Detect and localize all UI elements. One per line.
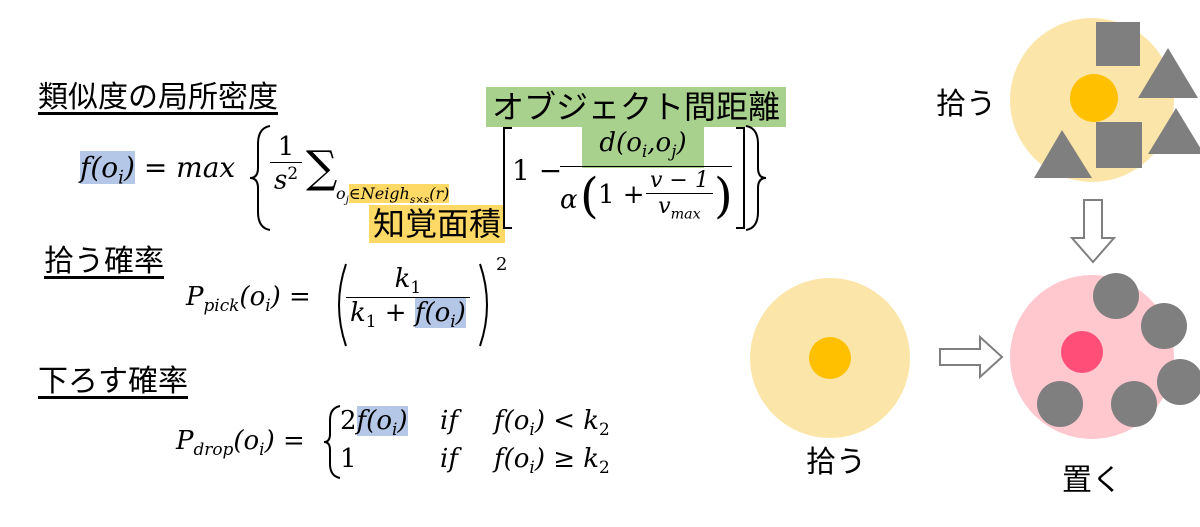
pick-exponent: 2 [496, 254, 508, 275]
object-circle-3 [1157, 359, 1200, 405]
formula-density-lhs: f(oi) = max [80, 151, 236, 189]
object-circle-4 [1111, 381, 1157, 427]
pick-paren-open [338, 263, 347, 347]
left-brace [249, 125, 271, 231]
sum-subscript: oj∈Neighs×s(r) [336, 184, 450, 207]
agent-bottom-left [809, 337, 851, 379]
formula-pick-lhs: Ppick(oi) = [186, 282, 311, 316]
drop-cases-brace [323, 405, 341, 479]
drop-case-2-cond: f(oi) ≥ k2 [494, 444, 610, 478]
object-triangle-2 [1148, 108, 1200, 154]
pick-label-top: 拾う [936, 87, 996, 122]
one-minus: 1 − [512, 154, 563, 187]
drop-case-2: 1 [340, 444, 357, 474]
annotation-perception-area: 知覚面積 [369, 205, 506, 243]
object-triangle-3 [1034, 130, 1092, 178]
agent-top [1070, 74, 1118, 122]
object-circle-2 [1141, 303, 1187, 349]
distance-numerator: d(oi,oj) [582, 126, 704, 169]
arrow-right-icon [939, 334, 1004, 380]
right-bracket [736, 127, 745, 229]
object-square-2 [1096, 122, 1142, 168]
den-paren-close: ) [714, 168, 733, 224]
object-circle-5 [1037, 381, 1083, 427]
right-brace [745, 125, 767, 231]
den-paren-open: ( [580, 168, 599, 224]
object-circle-1 [1093, 273, 1139, 319]
main-fraction-bar [560, 166, 732, 167]
drop-case-1: 2f(oi) [340, 406, 408, 440]
arrow-down-icon [1069, 199, 1117, 264]
heading-pick-probability: 拾う確率 [44, 244, 164, 279]
left-bracket [503, 127, 512, 229]
drop-f-highlight: f(oi) [356, 406, 408, 440]
pick-label-bottom: 拾う [806, 445, 866, 480]
object-triangle-1 [1138, 48, 1198, 98]
drop-case-1-cond: f(oi) < k2 [494, 406, 610, 440]
ant-diagram: 拾う 拾う 置く [750, 18, 1200, 498]
heading-drop-probability: 下ろす確率 [38, 364, 188, 399]
den-one-plus: 1 + [598, 180, 645, 210]
agent-bottom-right [1061, 331, 1103, 373]
object-square-1 [1096, 22, 1140, 66]
f-oi-highlight: f(oi) [80, 151, 135, 189]
distance-denominator: α [560, 185, 578, 215]
heading-local-density: 類似度の局所密度 [38, 80, 278, 115]
drop-case-1-if: if [440, 406, 458, 436]
pick-paren-close [479, 263, 488, 347]
annotation-object-distance: オブジェクト間距離 [486, 87, 787, 127]
formula-drop-lhs: Pdrop(oi) = [176, 426, 305, 460]
place-label: 置く [1062, 463, 1122, 498]
drop-case-2-if: if [440, 444, 458, 474]
sum-symbol: ∑ [306, 142, 338, 193]
pick-fraction: k1 k1 + f(oi) [346, 264, 470, 331]
pick-f-highlight: f(oi) [414, 298, 466, 332]
